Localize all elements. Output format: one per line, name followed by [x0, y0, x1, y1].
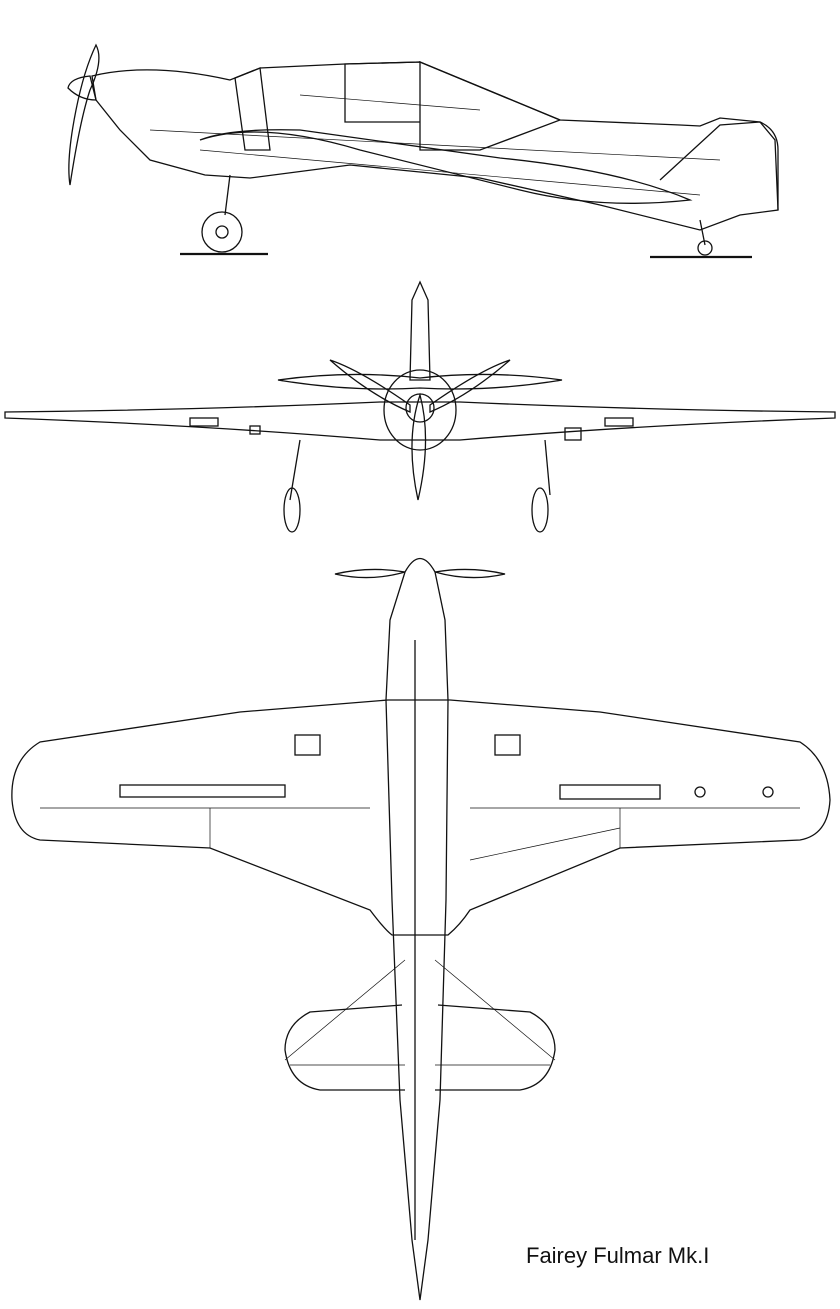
- canopy: [234, 61, 562, 151]
- wing-top: [11, 699, 831, 936]
- tail-wheel: [697, 240, 713, 256]
- fuselage-side: [91, 61, 779, 231]
- wing-front: [4, 401, 836, 441]
- fin-front: [409, 280, 431, 381]
- propeller-blade: [68, 43, 100, 186]
- main-gear: [224, 174, 231, 216]
- fin-rudder: [659, 121, 779, 210]
- flaps: [209, 808, 621, 861]
- tailplane-top: [284, 1004, 556, 1091]
- cowling-front: [383, 369, 457, 451]
- propeller-front: [329, 359, 511, 501]
- spinner: [67, 75, 97, 101]
- tailplane-front: [277, 373, 563, 390]
- propeller-top: [334, 568, 506, 579]
- main-wheel: [201, 211, 243, 253]
- wing-root: [199, 129, 693, 204]
- bracing-lines: [284, 959, 556, 1061]
- drawing-caption: Fairey Fulmar Mk.I: [526, 1243, 710, 1268]
- top-view: [11, 557, 831, 1301]
- side-view: [67, 43, 779, 259]
- fuselage-top: [385, 557, 449, 1301]
- front-view: [4, 280, 836, 533]
